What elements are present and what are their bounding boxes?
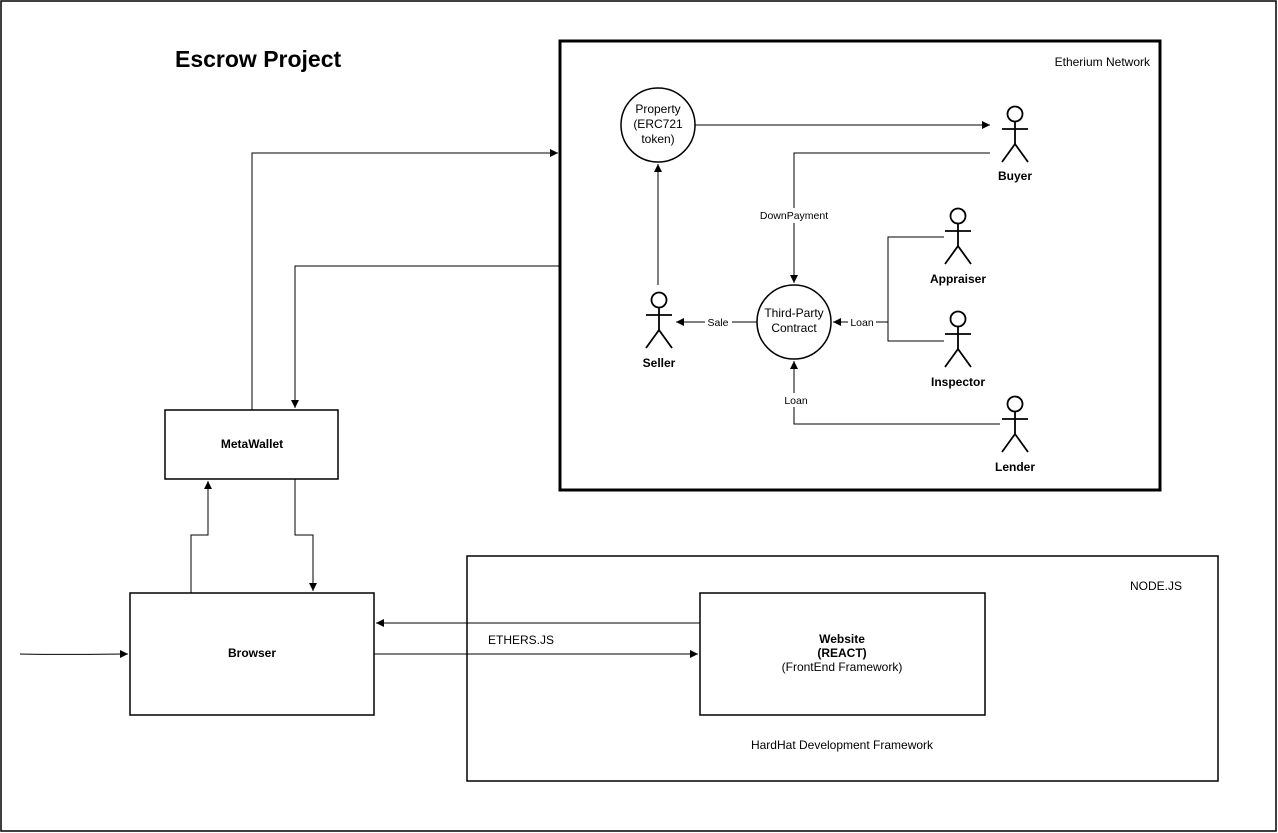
nodejs-container: [466, 555, 1219, 782]
loan-label-bg: [848, 315, 876, 329]
appraiser-inspector-connector: [887, 236, 944, 342]
seller-label: Seller: [643, 356, 676, 370]
buyer-downpayment-arrow: [790, 152, 990, 283]
network-to-metawallet-arrow: [291, 265, 560, 408]
website-frontend-label: (FrontEnd Framework): [782, 660, 903, 674]
nodejs-label: NODE.JS: [1130, 579, 1182, 593]
buyer-label: Buyer: [998, 169, 1032, 183]
website-framework-label: (REACT): [817, 646, 866, 660]
inspector-label: Inspector: [931, 375, 985, 389]
lender-actor-icon: [1001, 395, 1029, 453]
appraiser-actor-icon: [944, 207, 972, 265]
seller-actor-icon: [645, 291, 673, 349]
downpayment-label-bg: [756, 208, 832, 223]
metawallet-box: [164, 409, 339, 480]
contract-label-2: Contract: [771, 321, 817, 335]
property-token-label: (ERC721: [633, 117, 683, 131]
browser-to-metawallet-arrow: [190, 481, 212, 593]
browser-label: Browser: [228, 646, 276, 660]
ethers-js-label: ETHERS.JS: [488, 633, 554, 647]
hardhat-label: HardHat Development Framework: [751, 738, 934, 752]
lender-loan-label-bg: [782, 393, 810, 407]
website-label: Website: [819, 632, 865, 646]
metawallet-label: MetaWallet: [221, 437, 283, 451]
browser-box: [129, 592, 375, 716]
diagram-title: Escrow Project: [175, 46, 342, 72]
sale-label: Sale: [707, 317, 728, 329]
website-box: [699, 592, 986, 716]
loan-label-inspector: Loan: [850, 317, 874, 329]
ethereum-network-label: Etherium Network: [1055, 55, 1151, 69]
lender-to-contract-arrow: [790, 361, 1000, 425]
lender-label: Lender: [995, 460, 1035, 474]
metawallet-to-network-arrow: [251, 149, 558, 410]
downpayment-label: DownPayment: [760, 210, 828, 222]
property-token-label-2: token): [641, 132, 674, 146]
appraiser-label: Appraiser: [930, 272, 986, 286]
buyer-actor-icon: [1001, 105, 1029, 163]
loan-label-lender: Loan: [784, 395, 808, 407]
inspector-actor-icon: [944, 310, 972, 368]
sale-label-bg: [705, 315, 732, 329]
metawallet-to-browser-arrow: [294, 479, 317, 591]
property-label: Property: [635, 102, 680, 116]
contract-label: Third-Party: [764, 306, 823, 320]
